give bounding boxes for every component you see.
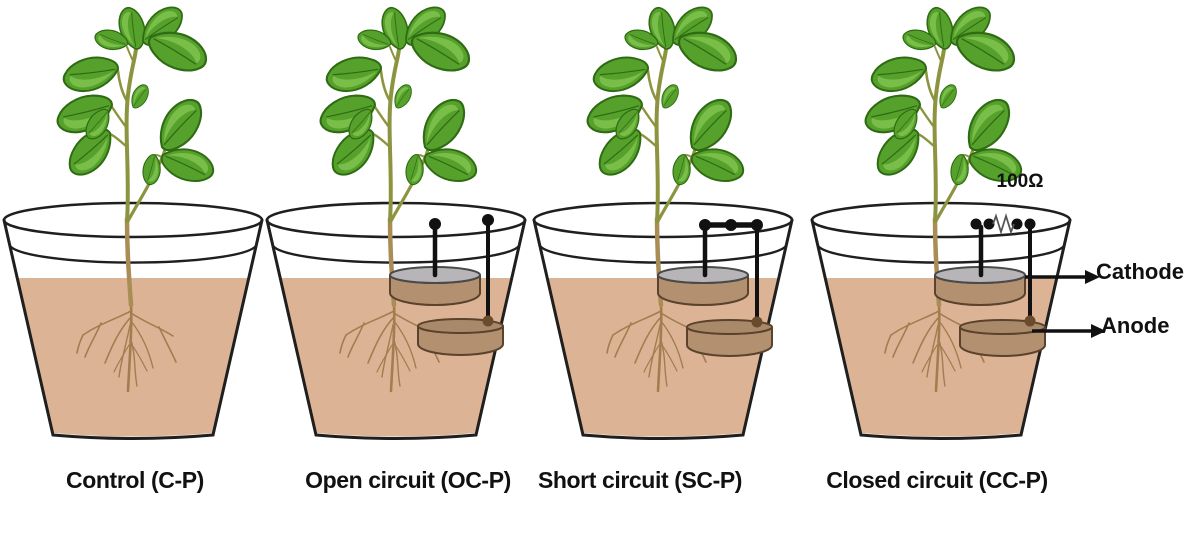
terminal-dot [725,219,737,231]
wire-joint [751,316,763,328]
terminal-dot [429,218,441,230]
closed-circuit-pot-illustration [795,5,1106,455]
anode-arrow [1032,324,1106,338]
control-pot-illustration [0,5,270,455]
short-circuit-wires [699,219,763,328]
caption-closed-circuit: Closed circuit (CC-P) [826,467,1048,493]
terminal-dot [751,219,763,231]
wire-joint [1024,315,1036,327]
plant-in-pot [4,5,262,439]
wire-joint [482,315,494,327]
caption-short-circuit: Short circuit (SC-P) [537,467,743,493]
cathode-label: Cathode [1096,259,1184,284]
cathode-arrow [1025,270,1100,284]
open-circuit-wires [429,214,494,327]
resistor-icon [992,212,1015,236]
terminal-dot [482,214,494,226]
terminal-dot [1024,218,1036,230]
closed-circuit-wires [970,218,1036,327]
terminal-dot [970,218,982,230]
terminal-dot [1011,218,1023,230]
short-circuit-pot-illustration [530,5,800,455]
resistor-value-label: 100Ω [996,171,1044,192]
caption-open-circuit: Open circuit (OC-P) [305,467,511,493]
open-circuit-pot-illustration [263,5,533,455]
anode-label: Anode [1101,313,1170,338]
caption-control: Control (C-P) [66,467,204,493]
terminal-dot [983,218,995,230]
terminal-dot [699,219,711,231]
